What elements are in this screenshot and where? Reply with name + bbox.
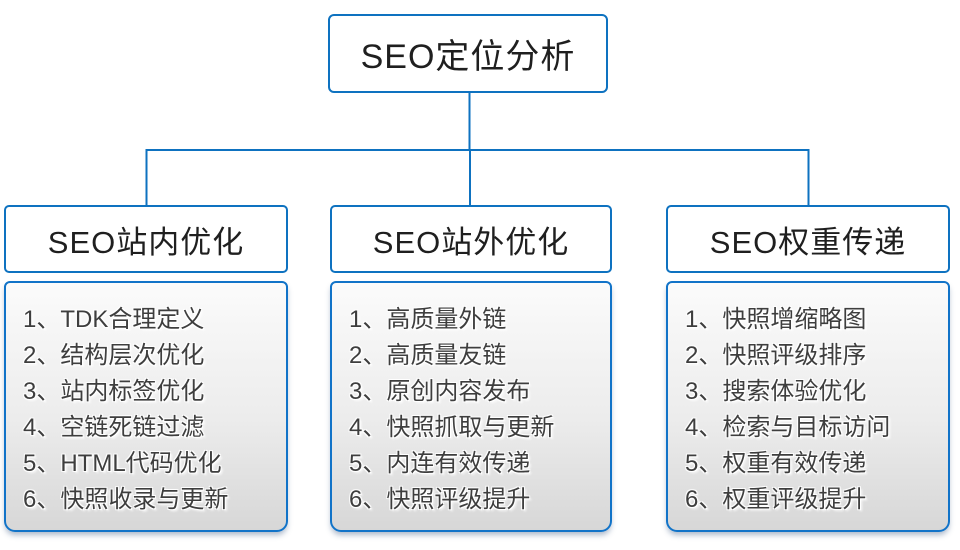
branch-list-weight-transfer: 1、快照增缩略图 2、快照评级排序 3、搜索体验优化 4、检索与目标访问 5、权…: [666, 281, 950, 532]
root-node-seo-positioning: SEO定位分析: [328, 14, 608, 93]
list-item: 3、原创内容发布: [349, 378, 531, 405]
branch-title: SEO站内优化: [47, 224, 245, 260]
list-item: 2、结构层次优化: [23, 342, 205, 369]
branch-header-offsite: SEO站外优化: [330, 205, 612, 273]
branch-list-offsite: 1、高质量外链 2、高质量友链 3、原创内容发布 4、快照抓取与更新 5、内连有…: [330, 281, 612, 532]
list-item: 4、快照抓取与更新: [349, 414, 555, 441]
list-item: 6、权重评级提升: [685, 486, 867, 513]
list-item: 6、快照收录与更新: [23, 486, 229, 513]
list-item: 5、内连有效传递: [349, 450, 531, 477]
list-item: 3、搜索体验优化: [685, 378, 867, 405]
list-item: 5、HTML代码优化: [23, 450, 222, 477]
list-item: 1、TDK合理定义: [23, 306, 205, 333]
branch-title: SEO权重传递: [709, 224, 907, 260]
list-item: 4、空链死链过滤: [23, 414, 205, 441]
branch-header-onsite: SEO站内优化: [4, 205, 288, 273]
root-node-label: SEO定位分析: [360, 38, 576, 76]
list-item: 3、站内标签优化: [23, 378, 205, 405]
list-item: 4、检索与目标访问: [685, 414, 891, 441]
branch-header-weight-transfer: SEO权重传递: [666, 205, 950, 273]
list-item: 1、快照增缩略图: [685, 306, 867, 333]
list-item: 5、权重有效传递: [685, 450, 867, 477]
branch-list-onsite: 1、TDK合理定义 2、结构层次优化 3、站内标签优化 4、空链死链过滤 5、H…: [4, 281, 288, 532]
list-item: 2、高质量友链: [349, 342, 507, 369]
list-item: 1、高质量外链: [349, 306, 507, 333]
branch-title: SEO站外优化: [372, 224, 570, 260]
list-item: 2、快照评级排序: [685, 342, 867, 369]
list-item: 6、快照评级提升: [349, 486, 531, 513]
